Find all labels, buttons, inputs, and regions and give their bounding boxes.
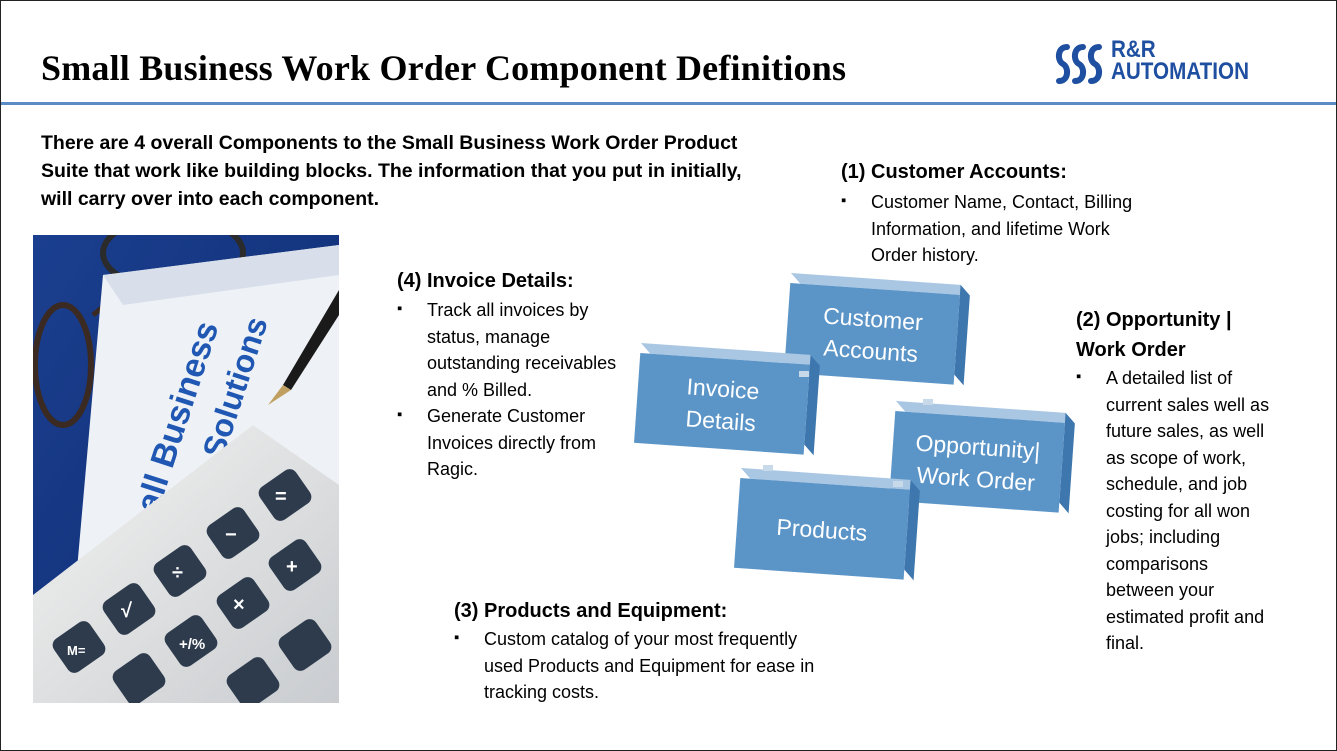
connector (799, 371, 809, 377)
list-item: Customer Name, Contact, Billing Informat… (841, 188, 1141, 269)
svg-text:=: = (275, 486, 287, 508)
logo-line-1: R&R (1111, 36, 1156, 63)
opportunity-heading: (2) Opportunity | Work Order (1076, 305, 1232, 365)
invoice-details-heading: (4) Invoice Details: (397, 270, 574, 292)
svg-text:−: − (225, 524, 237, 546)
svg-text:×: × (233, 594, 245, 616)
list-item: Track all invoices by status, manage out… (397, 296, 625, 403)
list-item: Generate Customer Invoices directly from… (397, 402, 625, 483)
opportunity-heading-line-2: Work Order (1076, 339, 1186, 361)
wave-logo-icon (1055, 44, 1103, 84)
block-group: Customer Accounts Invoice Details Opport… (634, 273, 1075, 581)
components-diagram: Customer Accounts Invoice Details Opport… (634, 273, 1075, 581)
svg-text:+/%: +/% (179, 636, 205, 653)
invoice-block-line-2: Details (685, 405, 757, 436)
list-item: Custom catalog of your most frequently u… (454, 625, 834, 706)
small-business-photo: Small Business Solutions = − ÷ √ M= + × … (33, 235, 339, 703)
opportunity-list: A detailed list of current sales well as… (1076, 364, 1276, 657)
products-block: Products (734, 468, 920, 581)
page-title: Small Business Work Order Component Defi… (41, 48, 847, 88)
connector (893, 481, 903, 487)
customer-accounts-block: Customer Accounts (784, 273, 970, 386)
customer-accounts-heading: (1) Customer Accounts: (841, 161, 1067, 183)
invoice-block-line-1: Invoice (686, 373, 761, 404)
logo-wordmark: R&R AUTOMATION (1111, 36, 1249, 85)
svg-text:M=: M= (67, 643, 86, 658)
invoice-details-block: Invoice Details (634, 343, 820, 456)
svg-text:√: √ (121, 600, 133, 622)
customer-accounts-list: Customer Name, Contact, Billing Informat… (841, 188, 1141, 269)
products-list: Custom catalog of your most frequently u… (454, 625, 834, 706)
logo-line-2: AUTOMATION (1111, 58, 1249, 85)
company-logo: R&R AUTOMATION (1053, 36, 1293, 89)
opportunity-heading-line-1: (2) Opportunity | (1076, 309, 1232, 331)
opportunity-block: Opportunity| Work Order (889, 401, 1075, 514)
header-divider (1, 102, 1336, 105)
svg-text:+: + (286, 556, 298, 578)
connector (763, 465, 773, 471)
svg-text:÷: ÷ (172, 562, 183, 584)
list-item: A detailed list of current sales well as… (1076, 364, 1276, 657)
connector (923, 399, 933, 405)
products-block-line-1: Products (776, 514, 868, 546)
intro-text: There are 4 overall Components to the Sm… (41, 132, 742, 210)
invoice-details-list: Track all invoices by status, manage out… (397, 296, 625, 483)
products-heading: (3) Products and Equipment: (454, 600, 728, 622)
